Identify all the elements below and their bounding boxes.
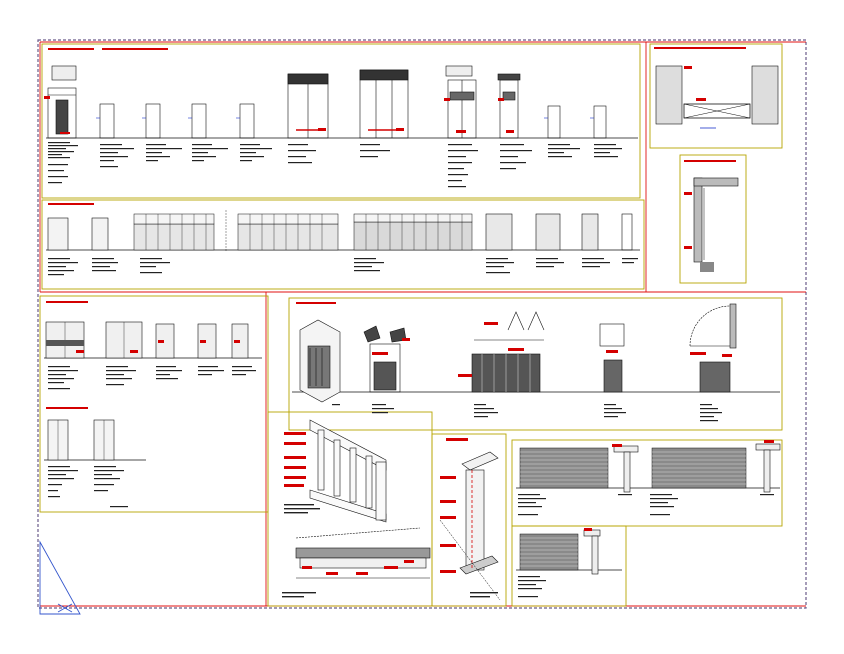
door-elevation-u	[197, 323, 217, 359]
rolling-shutter-single	[516, 528, 622, 598]
door-elevations-row-3	[44, 301, 262, 508]
north-triangle-icon	[39, 540, 81, 615]
panel-borders	[39, 43, 783, 607]
isometric-door-details	[292, 302, 780, 422]
folding-door-run-a	[133, 213, 339, 251]
door-elevation-n	[485, 213, 513, 251]
door-elevation-j	[544, 105, 561, 139]
folding-door-mullions-b	[365, 214, 463, 250]
door-elevation-l	[47, 217, 69, 251]
panel-door-section-detail	[679, 154, 747, 284]
door-elevation-h	[445, 65, 477, 139]
door-elevation-e	[236, 103, 255, 139]
spec-text-blocks-row-2	[48, 258, 638, 276]
red-callouts-isometric	[372, 322, 732, 377]
panel-rolling-shutter-single	[511, 525, 627, 607]
door-elevation-k	[590, 105, 607, 139]
door-elevation-m	[91, 217, 109, 251]
folding-door-mullions-a	[145, 210, 323, 252]
spec-text-blocks-row-1	[48, 142, 622, 188]
door-elevation-o	[535, 213, 561, 251]
panel-door-elevations-row-3	[39, 295, 269, 513]
door-elevation-c	[142, 103, 161, 139]
panel-rolling-shutter-elevations	[511, 439, 783, 527]
door-elevation-i	[497, 73, 521, 139]
door-elevation-d	[188, 103, 207, 139]
panel-door-elevations-row-1	[41, 43, 641, 199]
door-elevation-q	[621, 213, 633, 251]
panel-door-elevations-row-2	[41, 199, 645, 290]
door-elevations-row-2	[46, 203, 640, 276]
panel-door-plan-detail	[649, 43, 783, 149]
frame-isometric-detail	[439, 438, 501, 601]
spec-text-blocks-row-3	[48, 366, 256, 390]
folding-door-run-b	[353, 213, 473, 251]
sheet-dividers	[39, 41, 806, 607]
door-elevation-g	[359, 69, 409, 139]
door-elevations-row-1	[44, 48, 638, 188]
panel-isometric-door-details	[288, 297, 783, 431]
railing-isometric-detail	[282, 419, 431, 598]
door-elevation-p	[581, 213, 599, 251]
door-elevation-b	[96, 103, 115, 139]
door-elevation-f	[287, 73, 329, 139]
door-elevation-t	[155, 323, 175, 359]
door-plan-detail	[654, 47, 779, 129]
rolling-shutter-elevations	[516, 440, 781, 516]
door-elevation-a	[47, 65, 77, 139]
red-tags-row-1	[44, 96, 514, 134]
panel-frame-isometric-detail	[431, 433, 507, 607]
spec-text-blocks-isometric	[332, 404, 722, 422]
door-section-detail	[684, 160, 739, 272]
sheet-frame	[37, 39, 807, 609]
